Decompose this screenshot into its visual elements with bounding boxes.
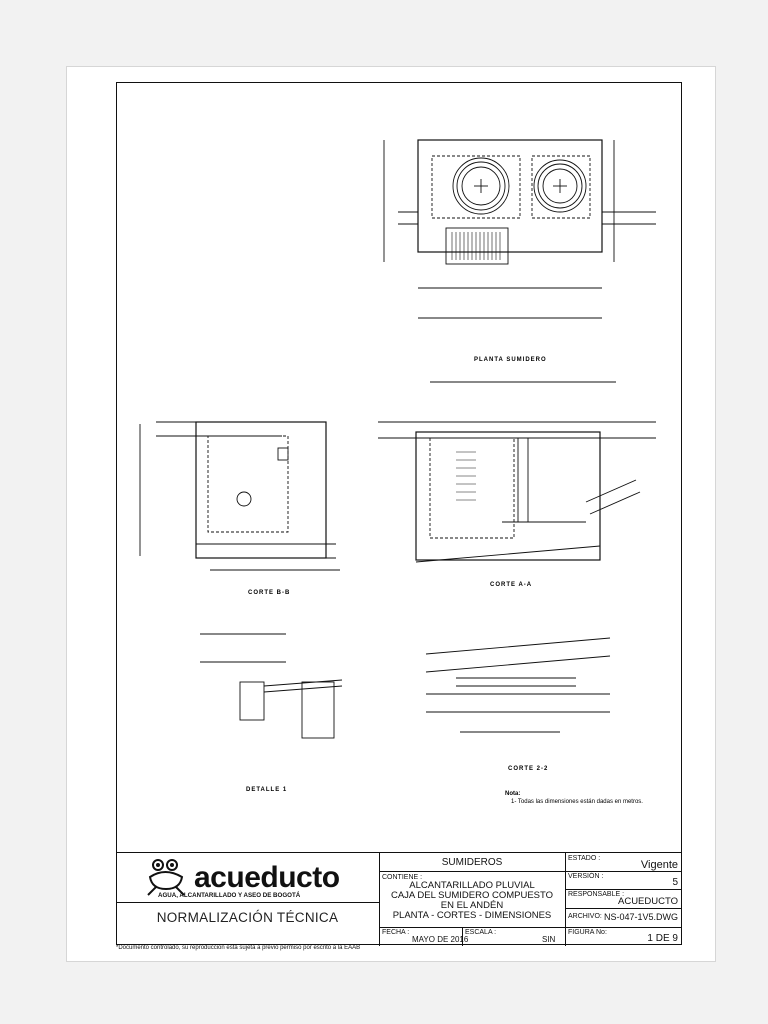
subject-title: SUMIDEROS [441,857,503,868]
view-title-planta: PLANTA SUMIDERO [474,357,547,363]
logo-subtitle: AGUA, ALCANTARILLADO Y ASEO DE BOGOTÁ [158,892,301,899]
version-label: VERSIÓN : [568,873,604,880]
note-heading: Nota: [505,791,521,797]
logo-wordmark: acueducto [194,861,340,894]
escala-value: SIN [542,935,556,944]
responsable-value: ACUEDUCTO [618,896,678,907]
archivo-label: ARCHIVO: [568,913,602,920]
fecha-label: FECHA : [382,929,410,936]
figura-label: FIGURA No: [568,929,607,936]
view-title-corte-22: CORTE 2-2 [508,766,549,772]
contiene-line-3: EN EL ANDÉN [440,900,504,911]
view-title-corte-aa: CORTE A-A [490,582,533,588]
escala-label: ESCALA : [465,929,497,936]
sheet-page [66,66,716,962]
figura-value: 1 DE 9 [647,933,678,944]
contiene-line-1: ALCANTARILLADO PLUVIAL [409,880,535,891]
contiene-block: ALCANTARILLADO PLUVIAL CAJA DEL SUMIDERO… [379,881,565,921]
footer-disclaimer: *Documento controlado, su reproduccion e… [116,945,361,951]
title-block: acueducto AGUA, ALCANTARILLADO Y ASEO DE… [116,852,682,946]
drawing-frame [116,82,682,945]
note-text: 1- Todas las dimensiones están dadas en … [511,799,643,805]
technical-drawing [139,139,656,739]
contiene-line-2: CAJA DEL SUMIDERO COMPUESTO [390,890,554,901]
contiene-label: CONTIENE : [382,874,423,881]
fecha-value: MAYO DE 2016 [412,935,469,944]
responsable-label: RESPONSABLE : [568,891,625,898]
estado-value: Vigente [640,859,678,871]
contiene-line-4: PLANTA - CORTES - DIMENSIONES [392,910,552,921]
estado-label: ESTADO : [568,855,601,862]
logo-area: acueducto AGUA, ALCANTARILLADO Y ASEO DE… [116,853,379,902]
drawing-area: PLANTA SUMIDERO CORTE B-B CORTE A-A DETA… [116,82,682,852]
version-value: 5 [672,877,678,888]
frog-logo-icon [147,859,185,896]
view-title-detalle-1: DETALLE 1 [246,787,288,793]
archivo-value: NS-047-1V5.DWG [603,912,678,922]
view-title-corte-bb: CORTE B-B [248,590,291,596]
normalizacion-title: NORMALIZACIÓN TÉCNICA [156,910,339,925]
